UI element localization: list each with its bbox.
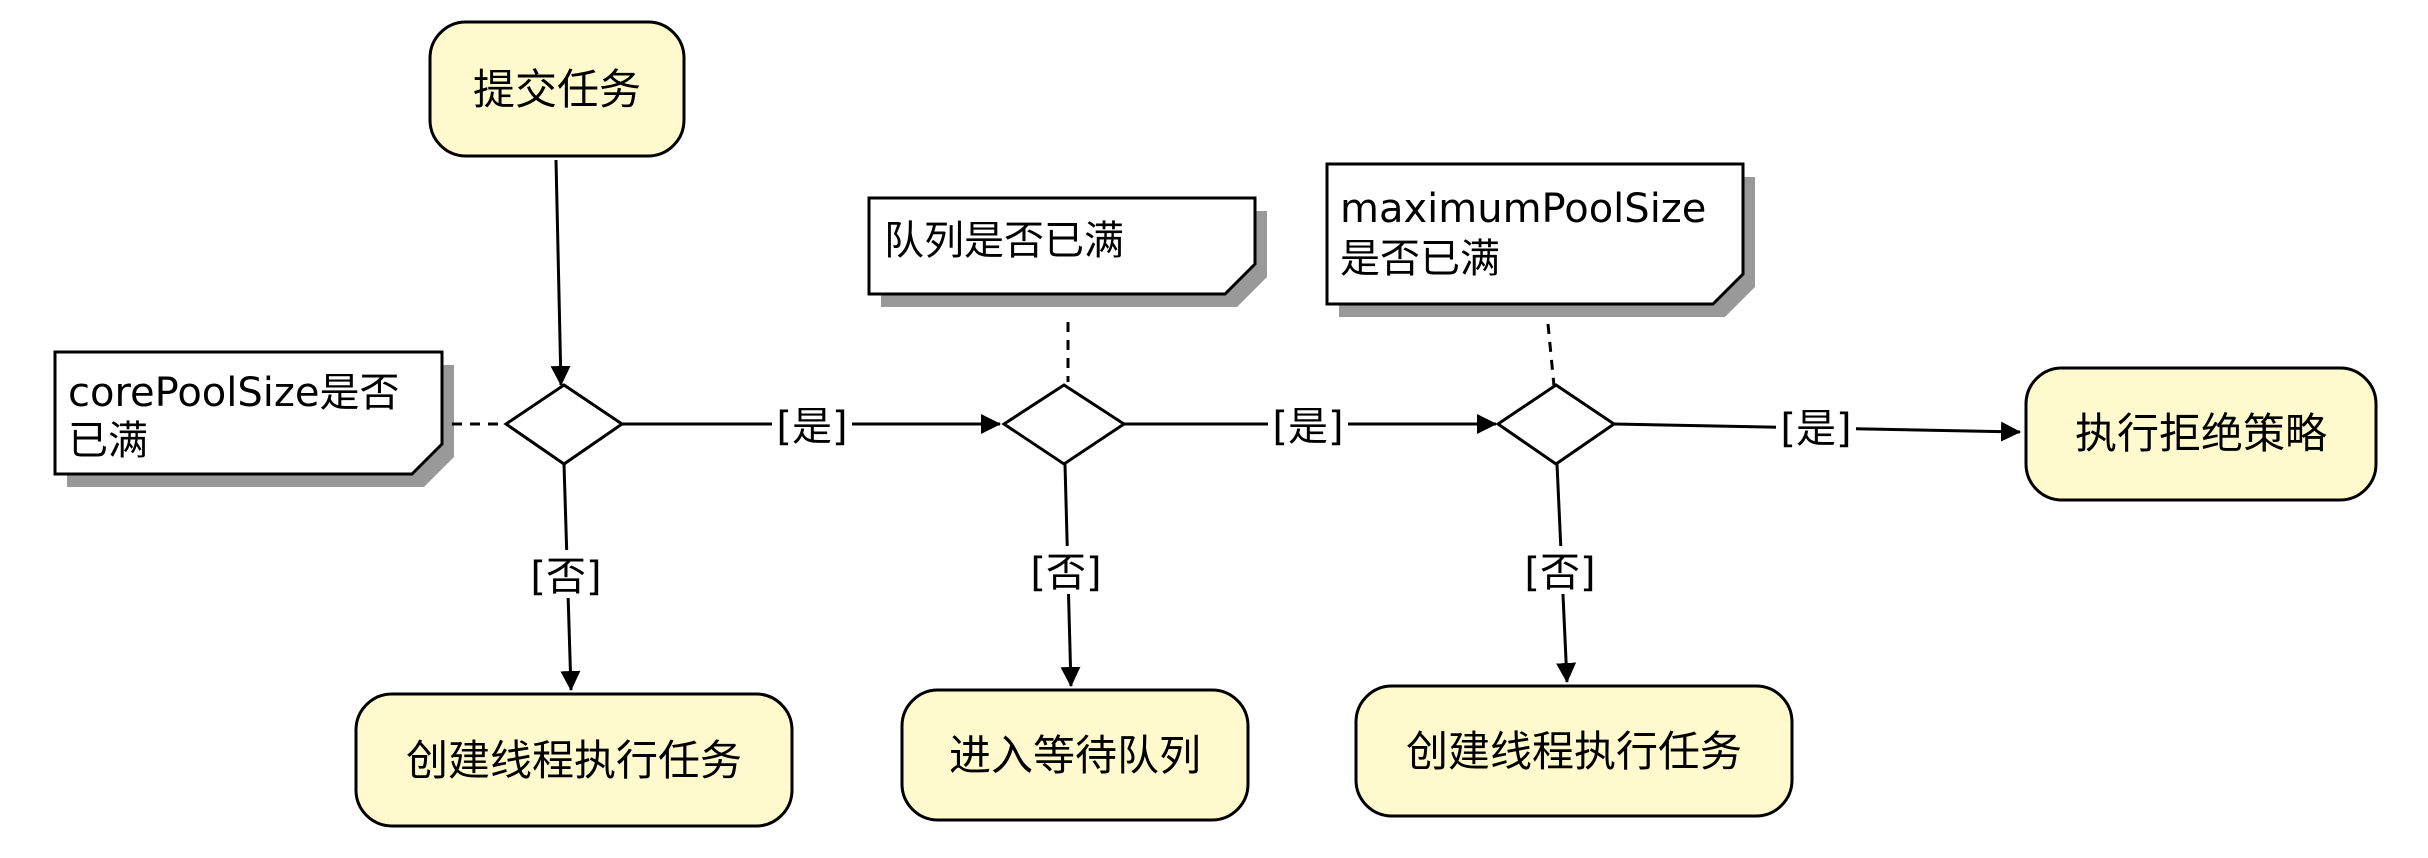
edge-label-yes-3: [是] <box>1776 402 1856 452</box>
node-reject-policy: 执行拒绝策略 <box>2024 366 2378 502</box>
edge-label-no-3: [否] <box>1520 546 1600 596</box>
decision-core-pool-full <box>503 383 625 466</box>
svg-text:[是]: [是] <box>1780 406 1851 452</box>
decision-max-pool-full <box>1495 383 1617 466</box>
edge-submit-to-decision-1 <box>550 159 571 386</box>
svg-text:[否]: [否] <box>1524 550 1595 596</box>
note-queue-full: 队列是否已满 <box>867 196 1267 307</box>
edge-label-no-1: [否] <box>526 550 606 600</box>
node-create-thread-2-label: 创建线程执行任务 <box>1406 727 1742 776</box>
svg-text:[否]: [否] <box>1030 550 1101 596</box>
decision-queue-full <box>1001 383 1127 466</box>
node-create-thread-1: 创建线程执行任务 <box>354 692 794 828</box>
node-reject-policy-label: 执行拒绝策略 <box>2075 409 2327 458</box>
edge-label-no-2: [否] <box>1026 546 1106 596</box>
svg-text:[是]: [是] <box>1272 404 1343 450</box>
node-enter-queue: 进入等待队列 <box>900 688 1250 822</box>
node-submit-task-label: 提交任务 <box>473 65 641 114</box>
note-core-pool-size: corePoolSize是否 已满 <box>53 350 454 487</box>
edge-label-yes-2: [是] <box>1268 400 1348 450</box>
edge-label-yes-1: [是] <box>772 400 852 450</box>
note-max-line-1: maximumPoolSize <box>1340 186 1706 232</box>
note-core-line-1: corePoolSize是否 <box>68 370 400 416</box>
node-submit-task: 提交任务 <box>428 20 686 158</box>
node-create-thread-1-label: 创建线程执行任务 <box>406 736 742 785</box>
svg-text:[否]: [否] <box>530 554 601 600</box>
node-enter-queue-label: 进入等待队列 <box>949 731 1201 780</box>
node-create-thread-2: 创建线程执行任务 <box>1354 684 1794 818</box>
note-queue-line-1: 队列是否已满 <box>884 218 1124 264</box>
note-max-line-2: 是否已满 <box>1340 236 1500 282</box>
note-core-line-2: 已满 <box>68 418 148 464</box>
note-maximum-pool-size: maximumPoolSize 是否已满 <box>1325 162 1755 317</box>
svg-text:[是]: [是] <box>776 404 847 450</box>
note-max-connector <box>1546 323 1556 387</box>
